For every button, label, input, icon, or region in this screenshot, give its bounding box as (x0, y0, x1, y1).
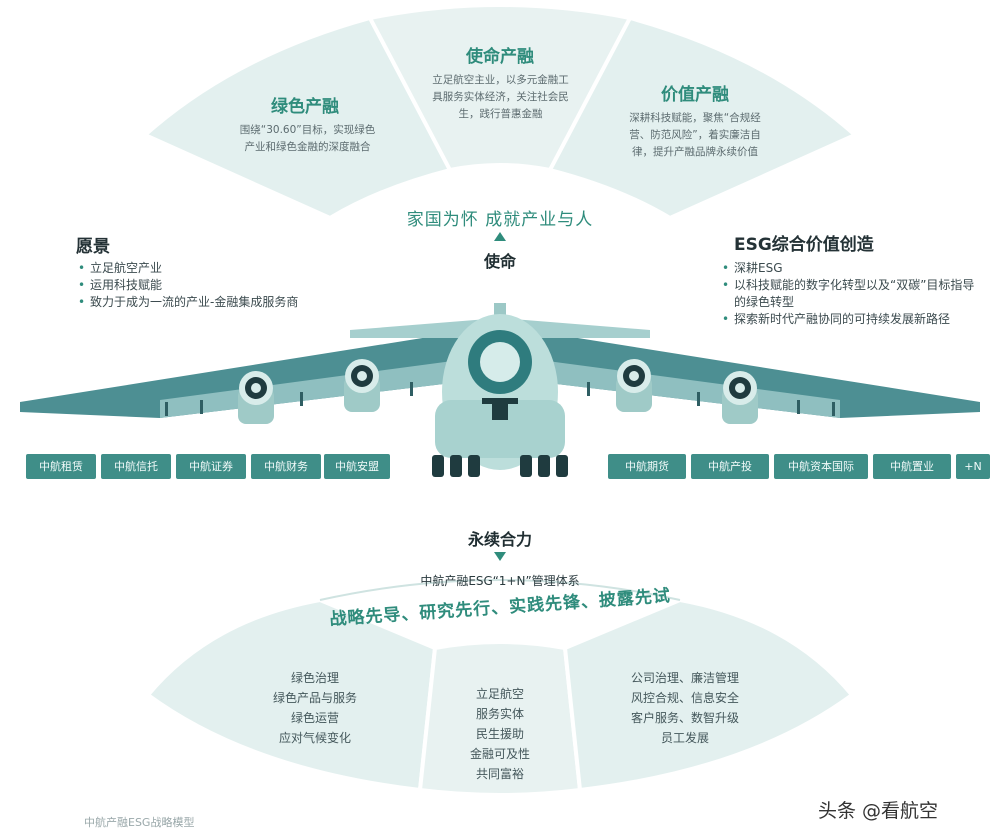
engine-right-outer (722, 371, 758, 424)
bottom-line: 立足航空 (475, 687, 524, 701)
management-system: 中航产融ESG“1+N”管理体系 (420, 574, 580, 588)
badge-left: 中航信托 (101, 454, 171, 479)
top-fan-segment-mission (366, 3, 634, 173)
vision-item: 立足航空产业 (78, 260, 308, 277)
segment-text-value: 深耕科技赋能，聚焦“合规经营、防范风险”，着实廉洁自律，提升产融品牌永续价值 (629, 112, 761, 158)
top-fan-segment-value (547, 15, 859, 221)
wing-flaps (165, 382, 835, 416)
segment-title-mission: 使命产融 (466, 47, 534, 67)
badge-left: 中航安盟 (324, 454, 390, 479)
badge-left: 中航证券 (176, 454, 246, 479)
nose-center (480, 342, 520, 382)
bottom-line: 共同富裕 (475, 767, 524, 781)
bottom-line: 客户服务、数智升级 (630, 711, 739, 725)
vision-item: 致力于成为一流的产业-金融集成服务商 (78, 294, 308, 311)
badge-right: 中航置业 (873, 454, 951, 479)
bottom-line: 服务实体 (475, 707, 524, 721)
segment-title-value: 价值产融 (661, 85, 729, 105)
esg-value-title: ESG综合价值创造 (734, 235, 874, 255)
top-fan (141, 3, 859, 221)
bottom-segment-environment: 绿色治理 绿色产品与服务 绿色运营 应对气候变化 (240, 668, 390, 748)
bottom-line: 绿色治理 (290, 671, 339, 685)
engine-left-outer (238, 371, 274, 424)
right-wing (540, 332, 980, 418)
airplane-illustration (20, 303, 980, 477)
esg-value-item: 以科技赋能的数字化转型以及“双碳”目标指导的绿色转型 (722, 277, 977, 311)
watermark: 头条 @看航空 (818, 800, 939, 822)
badge-right: 中航期货 (608, 454, 686, 479)
vision-list: 立足航空产业 运用科技赋能 致力于成为一流的产业-金融集成服务商 (78, 260, 308, 311)
bottom-line: 绿色产品与服务 (272, 691, 357, 705)
engine-left-inner (344, 359, 380, 412)
badge-right: 中航产投 (691, 454, 769, 479)
figure-caption: 中航产融ESG战略模型 (84, 816, 195, 829)
segment-title-green: 绿色产融 (271, 97, 339, 117)
esg-value-item: 深耕ESG (722, 260, 977, 277)
left-wing (20, 332, 460, 418)
cockpit-detail (482, 398, 518, 420)
bottom-line: 金融可及性 (469, 747, 530, 761)
arrow-down-icon (494, 552, 506, 561)
segment-text-mission: 立足航空主业，以多元金融工具服务实体经济，关注社会民生，践行普惠金融 (432, 74, 569, 120)
engine-right-inner (616, 359, 652, 412)
fuselage-lower (435, 400, 565, 458)
vision-title: 愿景 (76, 237, 110, 257)
mission-label: 使命 (483, 252, 516, 271)
bottom-line: 绿色运营 (290, 711, 339, 725)
bottom-fan-segment-governance (562, 597, 855, 793)
badge-right: 中航资本国际 (774, 454, 868, 479)
right-wing-underside (540, 360, 840, 418)
segment-text-green: 围绕“30.60”目标，实现绿色产业和绿色金融的深度融合 (239, 124, 376, 153)
mission-slogan: 家国为怀 成就产业与人 (406, 210, 594, 230)
bottom-line: 民生援助 (475, 727, 524, 741)
arrow-up-icon (494, 232, 506, 241)
badge-left: 中航财务 (251, 454, 321, 479)
left-wing-underside (160, 360, 460, 418)
bottom-line: 员工发展 (660, 731, 709, 745)
bottom-fan (145, 579, 855, 797)
badge-right: +N (956, 454, 990, 479)
bottom-segment-social: 立足航空 服务实体 民生援助 金融可及性 共同富裕 (430, 684, 570, 784)
bottom-fan-arc (319, 579, 681, 601)
esg-value-item: 探索新时代产融协同的可持续发展新路径 (722, 311, 977, 328)
landing-gear (432, 455, 568, 477)
top-fan-segment-green (141, 15, 453, 221)
bottom-segment-governance: 公司治理、廉洁管理 风控合规、信息安全 客户服务、数智升级 员工发展 (605, 668, 765, 748)
sustainability-label: 永续合力 (467, 530, 532, 549)
bottom-line: 应对气候变化 (278, 731, 351, 745)
bottom-line: 风控合规、信息安全 (630, 691, 739, 705)
badge-left: 中航租赁 (26, 454, 96, 479)
vision-item: 运用科技赋能 (78, 277, 308, 294)
bottom-line: 公司治理、廉洁管理 (630, 671, 739, 685)
esg-value-list: 深耕ESG 以科技赋能的数字化转型以及“双碳”目标指导的绿色转型 探索新时代产融… (722, 260, 977, 328)
